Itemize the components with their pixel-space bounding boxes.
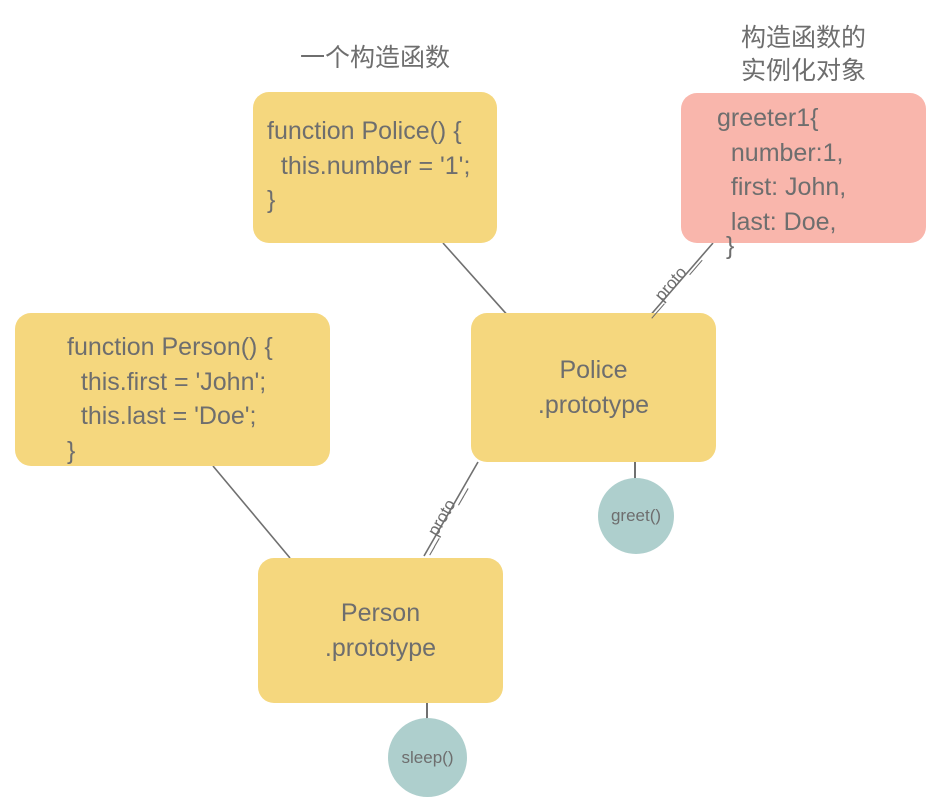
edge-police-function-to-police-prototype — [442, 242, 511, 319]
police-prototype-line-1: Police — [559, 356, 628, 384]
node-greet-method[interactable]: greet() — [598, 478, 674, 554]
node-police-function[interactable]: function Police() { this.number = '1'; } — [253, 92, 497, 243]
edge-person-function-to-person-prototype — [212, 465, 291, 559]
person-prototype-line-1: Person — [340, 599, 421, 627]
greeter1-closing-brace: } — [726, 232, 735, 260]
node-person-function[interactable]: function Person() { this.first = 'John';… — [15, 313, 330, 466]
node-person-prototype[interactable]: Person .prototype — [258, 558, 503, 703]
node-sleep-method[interactable]: sleep() — [388, 718, 467, 797]
caption-instance: 构造函数的 实例化对象 — [740, 24, 866, 85]
police-prototype-line-2: .prototype — [537, 390, 650, 419]
caption-constructor: 一个构造函数 — [299, 44, 450, 72]
edge-label-proto-upper: __proto__ — [638, 248, 704, 319]
node-police-prototype[interactable]: Police .prototype — [471, 313, 716, 462]
person-prototype-line-2: .prototype — [324, 633, 437, 662]
node-greeter1-instance[interactable]: greeter1{ number:1, first: John, last: D… — [681, 93, 926, 243]
edge-label-proto-lower: __proto__ — [414, 479, 470, 556]
